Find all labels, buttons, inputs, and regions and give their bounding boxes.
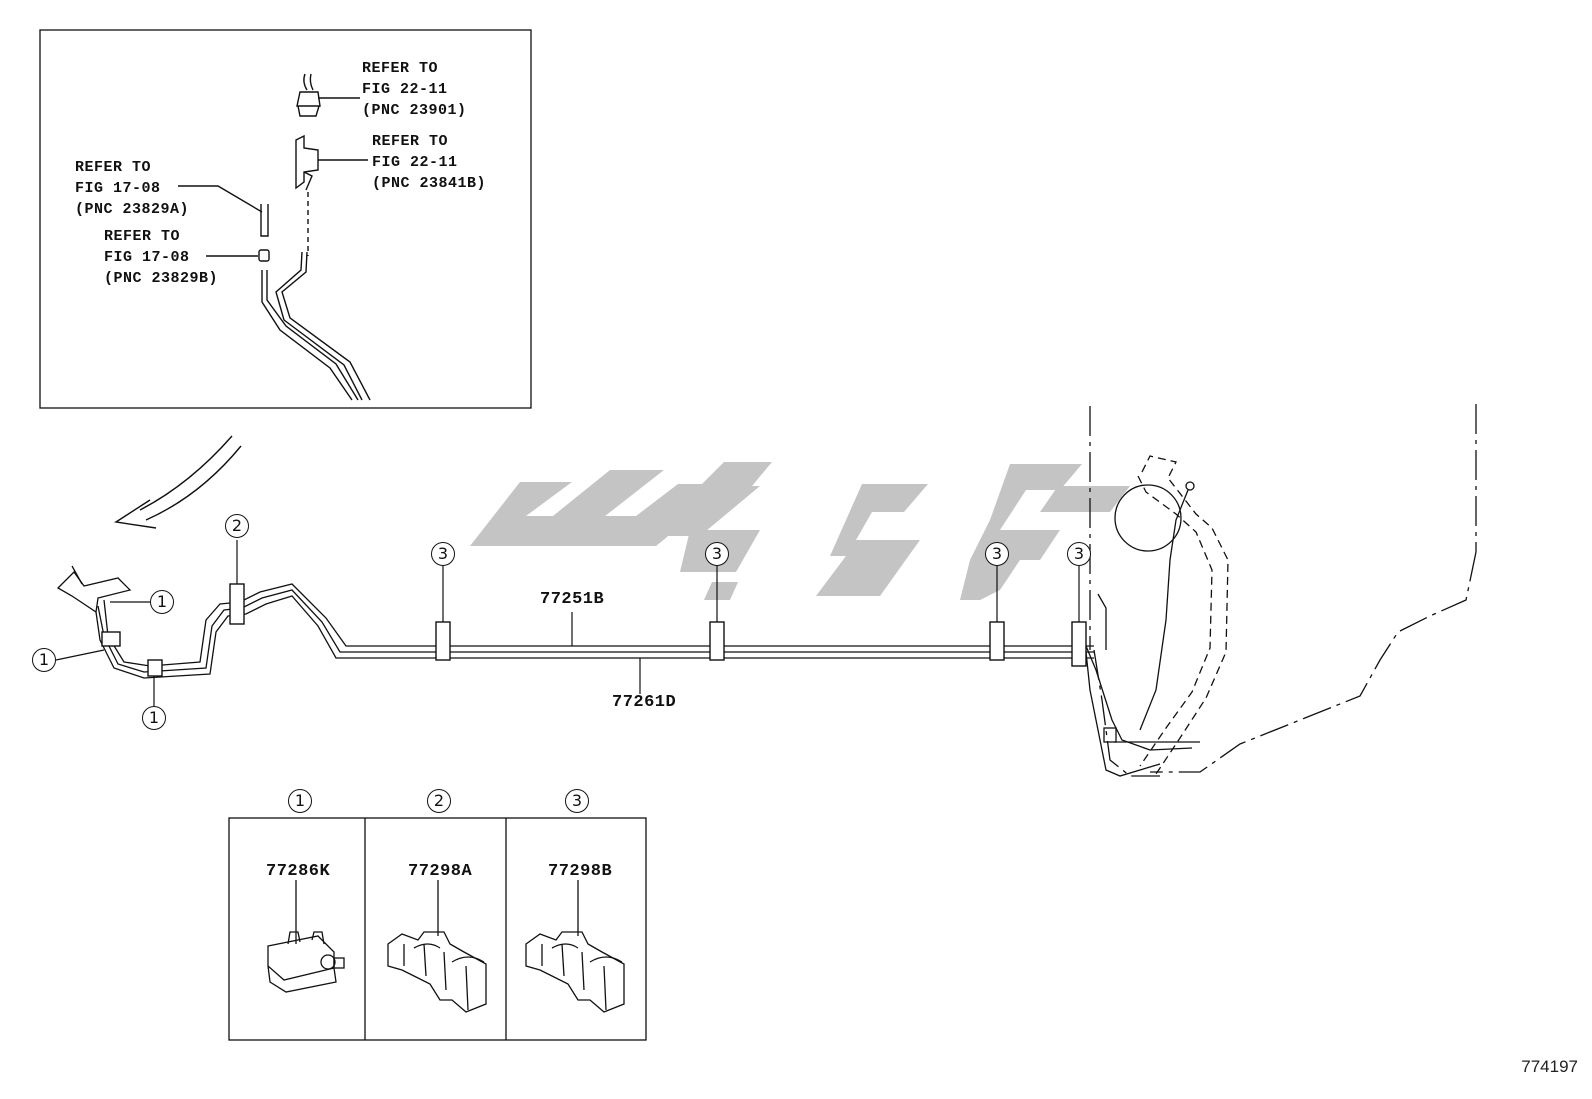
figure-id: 774197 [1521,1057,1578,1076]
clip-77286k-drawing [267,880,345,993]
tube-clamps [101,583,1087,677]
clip-77298b-drawing [525,880,625,1013]
ref-label-23829a: REFER TO FIG 17-08 (PNC 23829A) [75,159,190,218]
legend-number-2: 2 [427,789,451,813]
callout-3-d: 3 [1067,542,1091,566]
detail-inset-frame [39,29,532,409]
tube-route [56,565,1200,777]
legend-part-77298b: 77298B [548,862,613,881]
ref-label-23841b: REFER TO FIG 22-11 (PNC 23841B) [372,133,487,192]
leader-lines [55,540,1080,706]
ref-label-23829b: REFER TO FIG 17-08 (PNC 23829B) [104,228,219,287]
clip-77298a-drawing [387,880,487,1013]
legend-number-3: 3 [565,789,589,813]
callout-1-left: 1 [32,648,56,672]
legend-number-1: 1 [288,789,312,813]
inset-line-drawing [178,73,371,401]
callout-1-bracket: 1 [150,590,174,614]
part-number-tube-upper: 77251B [540,590,605,609]
part-number-tube-lower: 77261D [612,693,677,712]
watermark-logo [470,462,1130,600]
callout-3-b: 3 [705,542,729,566]
legend-part-77286k: 77286K [266,862,331,881]
legend-table-frame [228,817,647,1041]
ref-label-23901: REFER TO FIG 22-11 (PNC 23901) [362,60,467,119]
callout-1-lower: 1 [142,706,166,730]
legend-part-77298a: 77298A [408,862,473,881]
callout-3-a: 3 [431,542,455,566]
fuel-tank-outline [1089,404,1477,777]
curved-arrow-icon [114,435,242,529]
callout-3-c: 3 [985,542,1009,566]
callout-2: 2 [225,514,249,538]
